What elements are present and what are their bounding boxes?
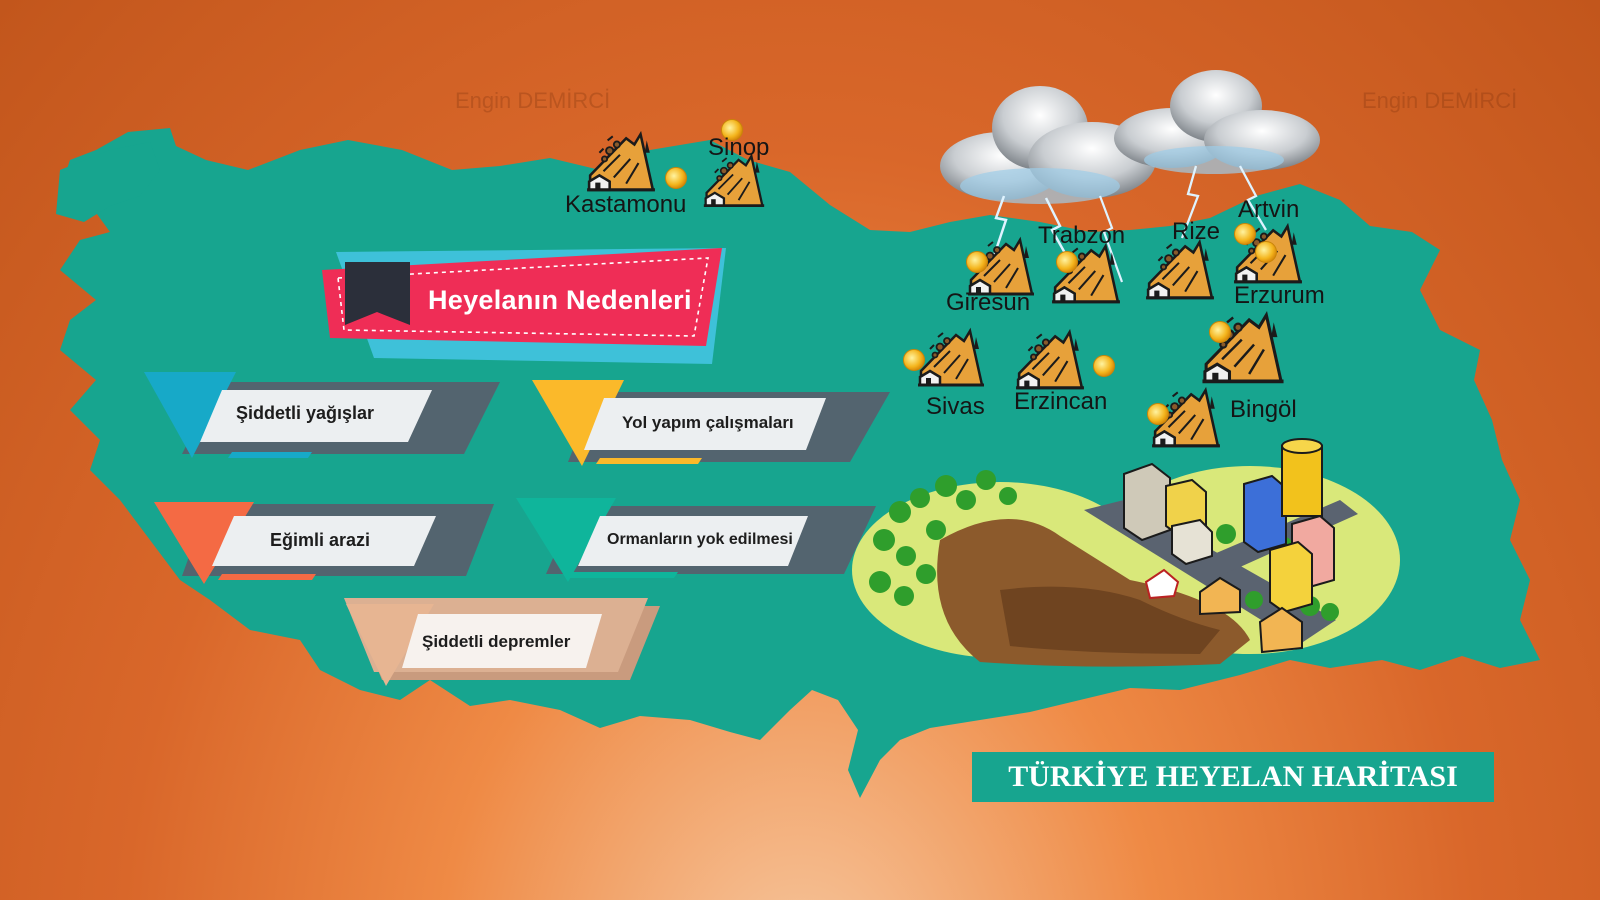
map-title: TÜRKİYE HEYELAN HARİTASI — [972, 752, 1494, 802]
cause-accent-bar — [596, 458, 702, 464]
watermark: Engin DEMİRCİ — [455, 88, 611, 113]
cause-label-sloped-terrain: Eğimli arazi — [270, 530, 371, 550]
cause-card-label-bg — [584, 398, 826, 450]
sun-icon — [1209, 321, 1231, 343]
cause-card-label-bg — [200, 390, 432, 442]
cause-card-label-bg — [578, 516, 808, 566]
sun-icon — [1056, 251, 1078, 273]
watermark: Engin DEMİRCİ — [1362, 88, 1518, 113]
city-label-trabzon: Trabzon — [1038, 222, 1126, 249]
cause-marker-beige — [346, 604, 434, 686]
sun-icon — [665, 167, 687, 189]
cause-marker-blue — [144, 372, 236, 458]
thrace-region — [56, 142, 160, 222]
cause-label-heavy-rain: Şiddetli yağışlar — [236, 403, 375, 423]
cause-card-label-bg — [402, 614, 602, 668]
landslide-icon — [585, 132, 657, 192]
cause-accent-bar — [218, 574, 316, 580]
city-label-erzurum: Erzurum — [1234, 282, 1325, 309]
sun-icon — [966, 251, 988, 273]
city-label-artvin: Artvin — [1238, 196, 1300, 223]
cause-marker-yellow — [532, 380, 624, 466]
city-label-kastamonu: Kastamonu — [565, 191, 687, 218]
cause-marker-orange — [154, 502, 254, 584]
cause-label-road-construction: Yol yapım çalışmaları — [622, 413, 794, 432]
cause-card-label-bg — [212, 516, 436, 566]
sun-icon — [1234, 223, 1256, 245]
sun-icon — [1147, 403, 1169, 425]
banner-title: Heyelanın Nedenleri — [428, 285, 692, 315]
city-label-bingol: Bingöl — [1230, 396, 1297, 423]
city-label-giresun: Giresun — [946, 289, 1031, 316]
storm-cloud-icon — [1114, 70, 1320, 239]
sun-icon — [1093, 355, 1115, 377]
banner-ribbon — [322, 248, 722, 346]
cause-label-earthquakes: Şiddetli depremler — [422, 632, 571, 651]
banner-bookmark-icon — [345, 262, 410, 325]
cause-accent-bar — [566, 572, 678, 578]
city-label-erzincan: Erzincan — [1014, 388, 1108, 415]
landslide-illustration — [852, 438, 1400, 667]
sun-icon — [1255, 241, 1277, 263]
cause-label-deforestation: Ormanların yok edilmesi — [607, 531, 793, 548]
cause-marker-teal — [516, 498, 616, 582]
city-label-sivas: Sivas — [926, 393, 985, 420]
sun-icon — [903, 349, 925, 371]
city-label-sinop: Sinop — [708, 134, 770, 161]
city-label-rize: Rize — [1172, 218, 1221, 245]
banner-dash-border — [337, 257, 709, 337]
cause-accent-bar — [228, 452, 312, 458]
